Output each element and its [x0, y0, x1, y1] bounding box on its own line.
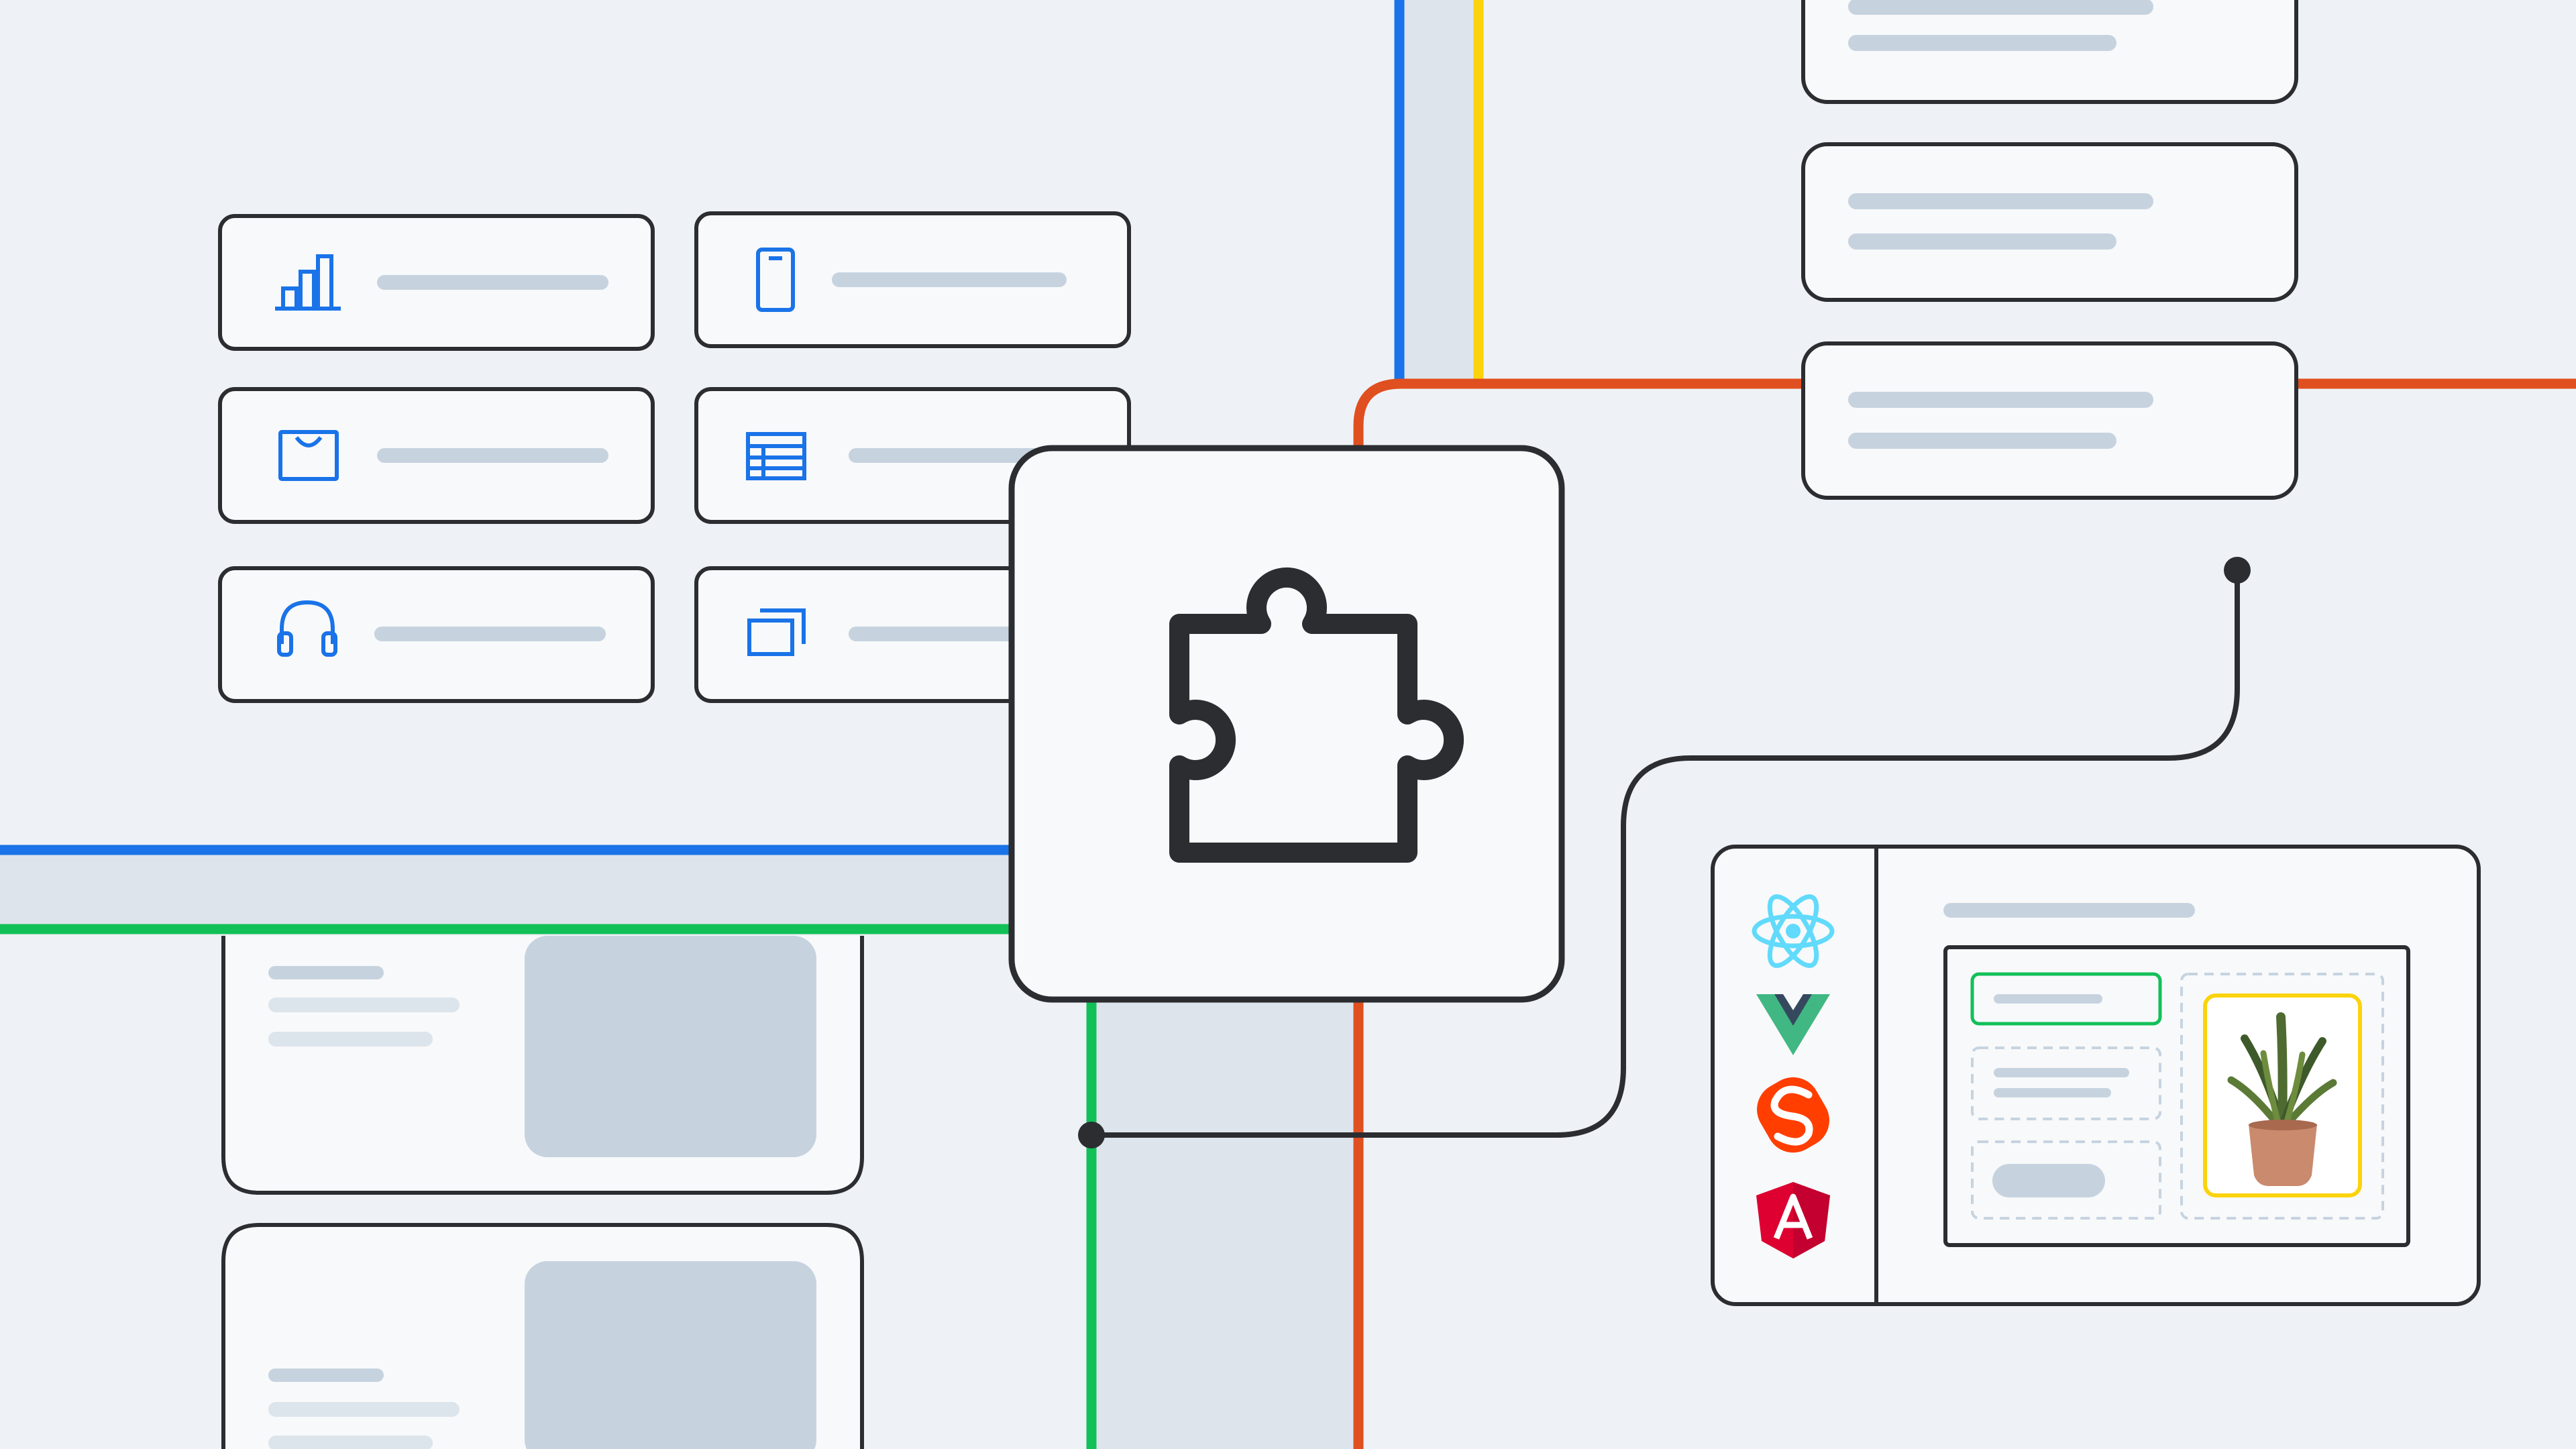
tile-label-placeholder [377, 275, 608, 290]
feature-tile[interactable] [218, 566, 655, 703]
feature-tile-grid [218, 211, 1131, 703]
form-button-slot[interactable] [1971, 1140, 2161, 1220]
framework-panel [1711, 845, 2481, 1306]
tracks [0, 0, 1476, 1449]
list-card[interactable] [1801, 341, 2298, 500]
panel-title-placeholder [1943, 903, 2195, 918]
connector-wire [1078, 557, 2251, 1148]
bar-chart-icon [275, 254, 341, 311]
shopping-bag-icon [278, 430, 339, 481]
form-field-dashed[interactable] [1971, 1046, 2161, 1120]
media-card[interactable] [221, 936, 864, 1195]
vertical-track-top [1399, 0, 1476, 379]
media-card[interactable] [221, 1223, 864, 1449]
connector-path [1091, 570, 2240, 1138]
react-logo-icon[interactable] [1752, 890, 1835, 972]
list-card[interactable] [1801, 142, 2298, 302]
puzzle-piece-icon [1169, 567, 1464, 863]
potted-plant-image [2227, 1012, 2337, 1186]
tile-label-placeholder [832, 272, 1067, 287]
vertical-track-bottom [1088, 993, 1360, 1449]
media-thumbnail [525, 936, 816, 1157]
form-field-active[interactable] [1970, 972, 2162, 1026]
form-button-placeholder [1992, 1164, 2105, 1197]
tile-label-placeholder [377, 448, 608, 463]
vue-logo-icon[interactable] [1756, 994, 1830, 1055]
tile-label-placeholder [374, 627, 606, 641]
feature-tile[interactable] [694, 211, 1131, 348]
svelte-logo-icon[interactable] [1747, 1067, 1839, 1163]
list-cards [1801, 0, 2298, 500]
feature-tile[interactable] [218, 387, 655, 524]
image-slot[interactable] [2180, 973, 2384, 1220]
media-cards [221, 936, 864, 1449]
windows-stack-icon [747, 608, 806, 656]
center-node[interactable] [1008, 445, 1565, 1003]
connector-dot-left [1078, 1122, 1105, 1148]
smartphone-icon [756, 248, 795, 312]
horizontal-track-left [0, 850, 1033, 929]
angular-logo-icon[interactable] [1756, 1182, 1830, 1258]
list-card[interactable] [1801, 0, 2298, 104]
tile-label-placeholder [849, 448, 1057, 463]
table-icon [746, 432, 806, 480]
red-line [1353, 378, 2576, 1449]
tile-label-placeholder [849, 627, 1057, 641]
headset-icon [277, 600, 337, 657]
feature-tile[interactable] [218, 214, 655, 351]
connector-dot-right [2224, 557, 2251, 584]
media-thumbnail [525, 1261, 816, 1449]
